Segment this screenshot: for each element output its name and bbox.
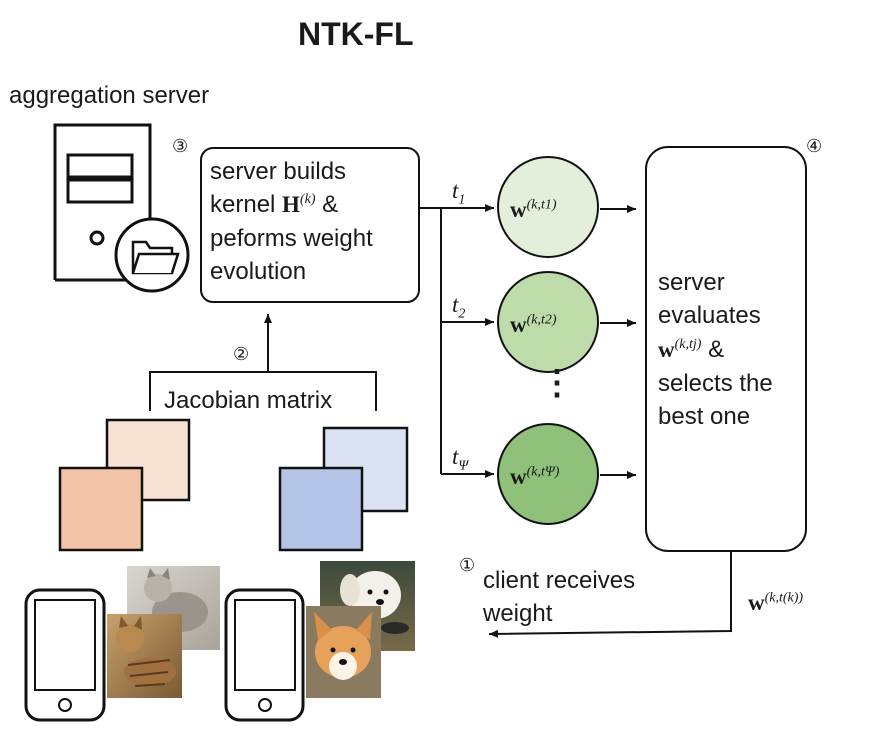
- weight-node-t2: [497, 271, 599, 373]
- phone-icon-right: [224, 588, 305, 722]
- step1-marker: ①: [459, 555, 476, 576]
- weight-node-label-t2: w(k,t2): [510, 312, 557, 337]
- step3-marker: ③: [172, 136, 189, 157]
- weight-node-tpsi: [497, 423, 599, 525]
- jacobian-bracket: [149, 371, 377, 411]
- kernel-line2: kernel H(k) &: [210, 191, 339, 218]
- client-receives-line2: weight: [483, 600, 553, 627]
- evaluator-box: [645, 146, 807, 552]
- diagram-title: NTK-FL: [298, 16, 414, 52]
- eval-line4: selects the: [658, 370, 773, 397]
- phone-icon-left: [24, 588, 106, 722]
- cat-photo-tabby: [107, 614, 182, 698]
- dog-photo-corgi: [306, 606, 381, 698]
- server-icon: [53, 123, 152, 282]
- weight-node-label-t1: w(k,t1): [510, 197, 557, 222]
- eval-line5: best one: [658, 403, 751, 430]
- jacobian-square-blue-front: [278, 466, 364, 552]
- eval-line1: server: [658, 269, 725, 296]
- server-label: aggregation server: [9, 82, 210, 109]
- jacobian-label: Jacobian matrix: [164, 384, 333, 417]
- step4-marker: ④: [806, 136, 823, 157]
- eval-line2: evaluates: [658, 302, 761, 329]
- eval-line3: w(k,tj) &: [658, 336, 725, 363]
- kernel-box: [200, 147, 420, 303]
- branch-trunk: [419, 207, 442, 474]
- time-label-tpsi: tΨ: [452, 444, 469, 474]
- kernel-line4: evolution: [210, 258, 307, 285]
- kernel-line3: peforms weight: [210, 225, 373, 252]
- weight-node-label-tpsi: w(k,tΨ): [510, 464, 560, 489]
- time-label-t1: t1: [452, 178, 466, 208]
- cat-photo-gray: [127, 566, 220, 650]
- kernel-line1: server builds: [210, 158, 347, 185]
- step2-marker: ②: [233, 344, 250, 365]
- time-label-t2: t2: [452, 292, 466, 322]
- return-weight-arrow: [488, 551, 732, 638]
- client-receives-line1: client receives: [483, 567, 636, 594]
- weight-node-t1: [497, 156, 599, 258]
- final-weight-label: w(k,t(k)): [748, 590, 804, 615]
- ellipsis-dots: ⋮: [540, 364, 574, 402]
- jacobian-square-orange-front: [58, 466, 144, 552]
- folder-icon: [114, 217, 190, 293]
